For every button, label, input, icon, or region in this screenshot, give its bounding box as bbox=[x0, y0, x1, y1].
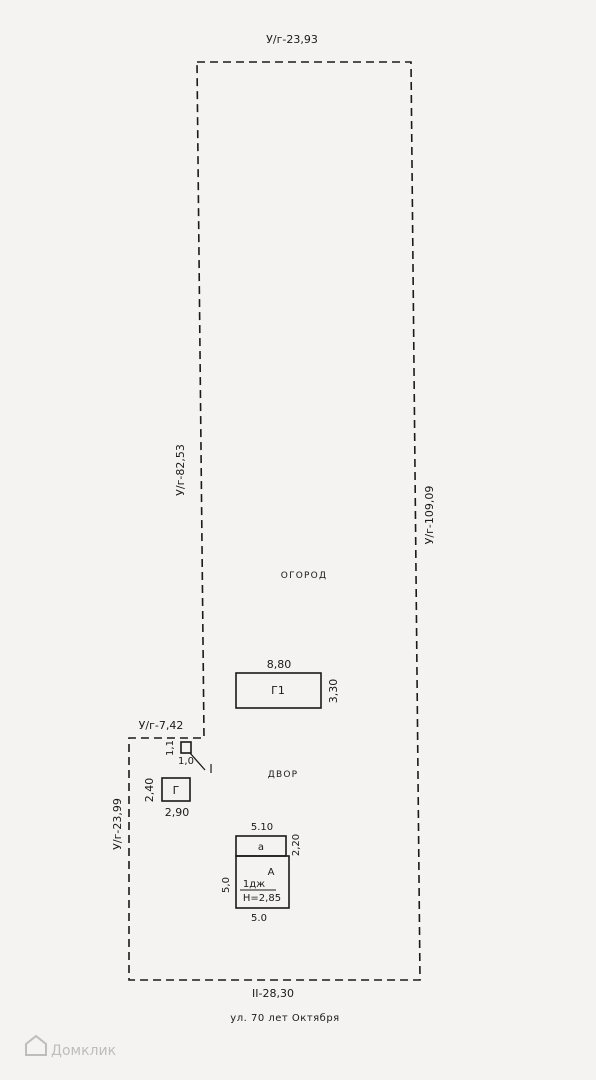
watermark: Домклик bbox=[25, 1034, 116, 1059]
building-g1-label: Г1 bbox=[271, 684, 285, 697]
house-annex-label: а bbox=[258, 842, 264, 853]
house-floors: 1дж bbox=[243, 879, 265, 890]
house-logo-icon bbox=[25, 1034, 47, 1056]
boundary-left-lower-label: У/г-23,99 bbox=[111, 798, 124, 850]
house-height: 5,0 bbox=[221, 877, 232, 893]
building-g bbox=[161, 777, 191, 802]
small-structure-callout: I bbox=[209, 762, 213, 776]
watermark-text: Домклик bbox=[51, 1043, 116, 1059]
small-structure-height: 1,1 bbox=[165, 740, 176, 756]
building-g-width: 2,90 bbox=[165, 806, 190, 819]
building-g-label: Г bbox=[173, 784, 180, 797]
house-annex-height: 2,20 bbox=[291, 834, 302, 856]
house-height-note: Н=2,85 bbox=[243, 893, 281, 904]
building-g1-width: 8,80 bbox=[267, 658, 292, 671]
plot-boundary bbox=[128, 61, 421, 981]
small-structure bbox=[180, 741, 192, 754]
building-g1-height: 3,30 bbox=[327, 679, 340, 704]
boundary-right-label: У/г-109,09 bbox=[423, 486, 436, 545]
boundary-top-label: У/г-23,93 bbox=[266, 33, 318, 46]
house-bottom-width: 5.0 bbox=[251, 913, 267, 924]
yard-zone-label: двор bbox=[268, 770, 299, 780]
building-g-height: 2,40 bbox=[143, 778, 156, 803]
boundary-bottom-label: II-28,30 bbox=[252, 987, 294, 1000]
house-main-label: А bbox=[268, 867, 275, 878]
house-top-width: 5.10 bbox=[251, 822, 273, 833]
garden-zone-label: огород bbox=[281, 571, 327, 581]
building-g1 bbox=[235, 672, 322, 709]
boundary-left-upper-label: У/г-82,53 bbox=[174, 444, 187, 496]
small-structure-callout-line bbox=[189, 752, 206, 771]
boundary-step-label: У/г-7,42 bbox=[139, 719, 184, 732]
small-structure-width: 1,0 bbox=[178, 756, 194, 767]
street-label: ул. 70 лет Октября bbox=[230, 1013, 339, 1024]
house-main bbox=[235, 855, 290, 909]
